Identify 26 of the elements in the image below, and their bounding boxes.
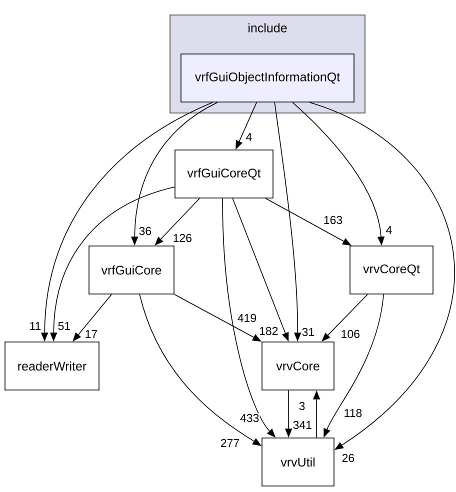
directory-box: vrvCoreQt (350, 246, 434, 294)
arrow (309, 102, 455, 450)
edge-label: 106 (340, 329, 361, 339)
edge-label: 433 (239, 413, 260, 423)
edge-label: 51 (57, 321, 72, 331)
edge-label: 4 (245, 132, 253, 142)
edge-label: 36 (138, 226, 152, 236)
directory-box: readerWriter (4, 342, 100, 390)
edge-label: 26 (341, 453, 356, 463)
edge-label: 11 (28, 321, 42, 331)
edge-label: 419 (236, 313, 258, 323)
edge-label: 17 (84, 329, 98, 339)
directory-box: vrfGuiCoreQt (174, 150, 274, 198)
edge-label: 126 (172, 233, 193, 243)
directory-box: vrfGuiCore (88, 246, 174, 294)
edge-label: 277 (220, 438, 240, 448)
edge-label: 4 (385, 225, 393, 235)
edge-label: 31 (301, 327, 316, 337)
directory-box: vrvCore (262, 342, 334, 390)
edge-label: 341 (292, 420, 313, 430)
directory-box: vrvUtil (262, 438, 334, 486)
edge-label: 118 (343, 408, 363, 418)
directory-box: vrfGuiObjectInformationQt (180, 54, 354, 102)
edge-label: 163 (322, 215, 344, 225)
edge-label: 182 (258, 326, 279, 336)
edge-label: 3 (298, 401, 306, 411)
